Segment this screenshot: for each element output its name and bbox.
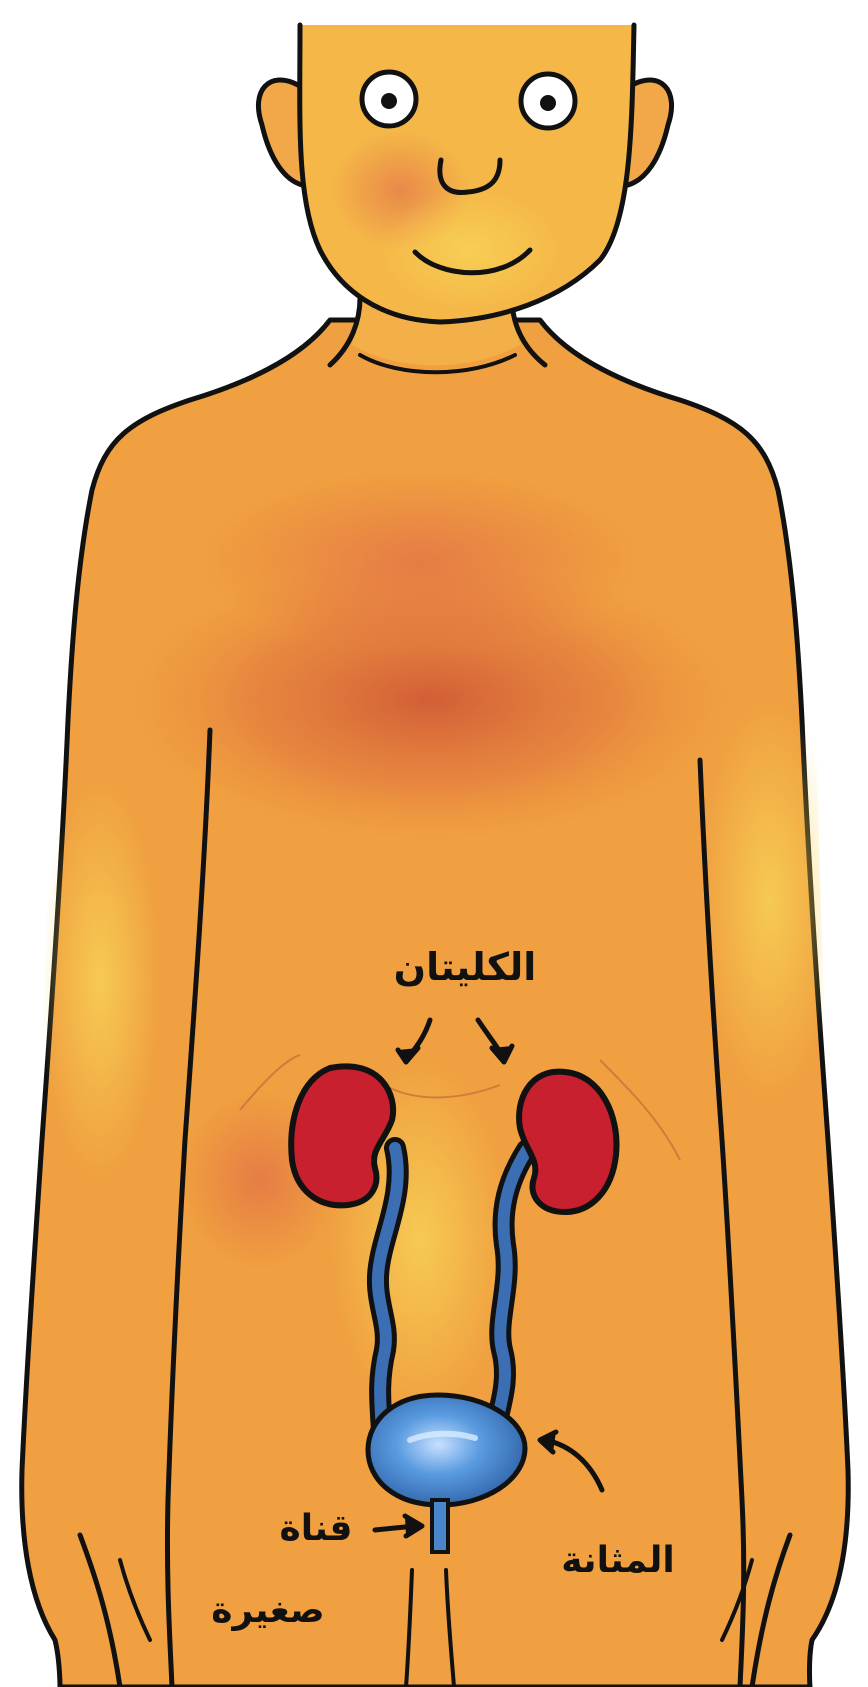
urethra: [432, 1500, 448, 1552]
kidneys-label: الكليتان: [394, 945, 537, 989]
head: [258, 25, 671, 372]
right-kidney-icon: [519, 1072, 616, 1212]
bladder-icon: [368, 1395, 525, 1505]
urethra-label-line1: قناة: [279, 1508, 352, 1549]
right-eye: [521, 74, 575, 128]
left-eye: [362, 72, 416, 126]
left-kidney-icon: [291, 1066, 393, 1205]
bladder-label: المثانة: [561, 1540, 675, 1581]
urethra-label-line2: صغيرة: [211, 1590, 324, 1631]
left-ear: [258, 80, 302, 185]
